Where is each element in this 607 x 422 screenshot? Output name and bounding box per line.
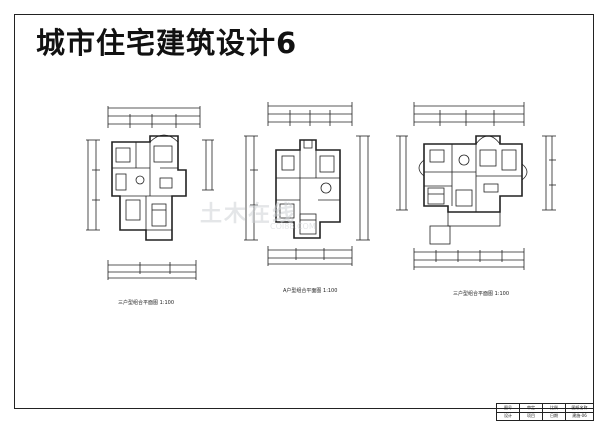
floor-plan-3 <box>396 102 556 270</box>
title-block-value: 设计 <box>504 413 512 419</box>
title-block: 图号 设计 审定 项目 比例 日期 图纸名称 建施-06 <box>496 403 594 421</box>
floor-plan-2 <box>244 102 370 266</box>
title-block-cell: 图号 设计 <box>497 404 520 420</box>
plan-caption-2: A户型组合平面图 1:100 <box>283 288 338 294</box>
title-block-value: 建施-06 <box>572 413 587 419</box>
title-block-value: 项目 <box>527 413 535 419</box>
drawing-title: 城市住宅建筑设计6 <box>36 26 298 60</box>
title-block-cell: 审定 项目 <box>520 404 543 420</box>
drawing-frame <box>14 14 594 409</box>
plan-caption-1: 三户型组合平面图 1:100 <box>118 300 174 306</box>
title-block-label: 审定 <box>520 404 542 413</box>
title-block-label: 图号 <box>497 404 519 413</box>
title-block-label: 图纸名称 <box>566 404 593 413</box>
title-block-cell: 比例 日期 <box>543 404 566 420</box>
title-block-label: 比例 <box>543 404 565 413</box>
watermark-subtext: COI88.COM <box>270 222 316 231</box>
title-block-cell: 图纸名称 建施-06 <box>566 404 593 420</box>
watermark-text: 土木在线 <box>200 202 297 227</box>
title-block-value: 日期 <box>550 413 558 419</box>
floor-plan-1 <box>86 106 214 280</box>
plan-caption-3: 三户型组合平面图 1:100 <box>453 291 509 297</box>
